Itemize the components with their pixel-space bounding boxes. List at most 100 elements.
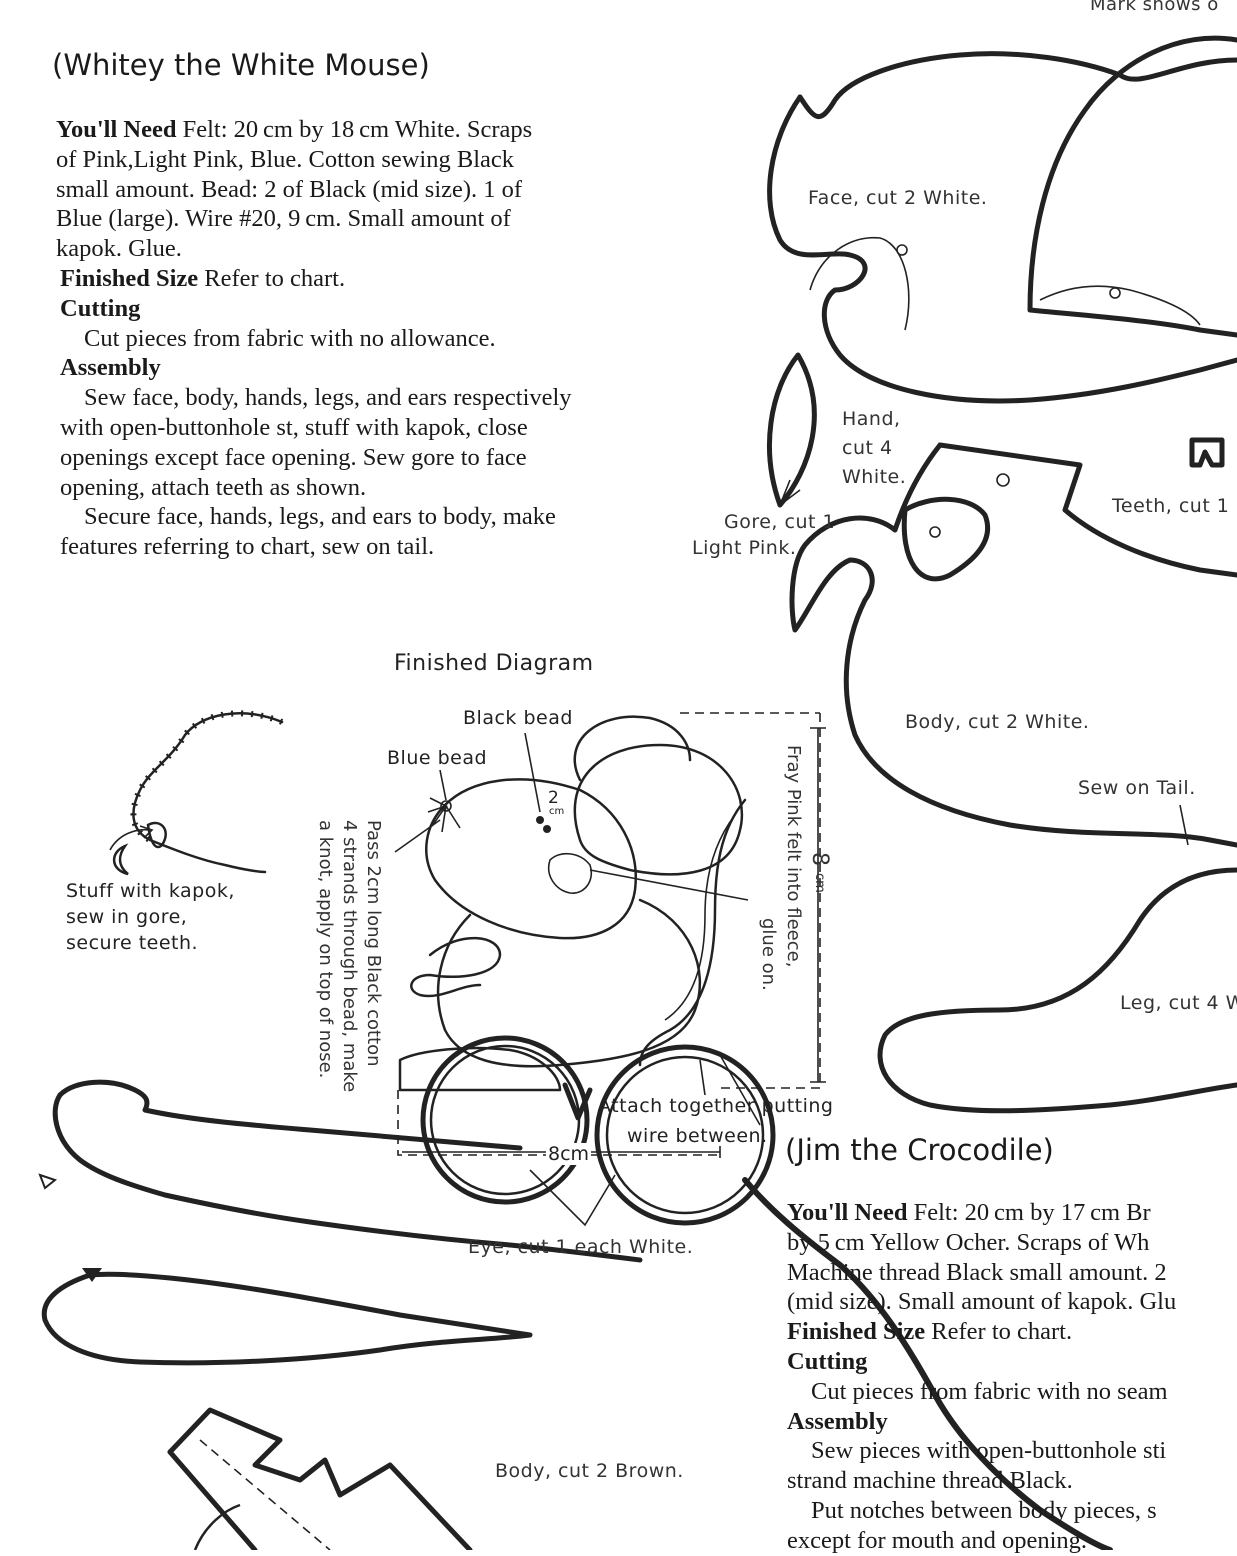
face-mark (896, 244, 908, 256)
mouse-ear-back (573, 715, 692, 782)
ear-inner-line (1039, 285, 1201, 326)
mouse-assembly-line-2: with open-buttonhole st, stuff with kapo… (60, 413, 528, 441)
mouse-needs-line-2: of Pink,Light Pink, Blue. Cotton sewing … (56, 145, 515, 173)
eye-right-inner (605, 1055, 765, 1215)
body-pattern-main (789, 442, 1237, 848)
diagram-dash-left (397, 1090, 720, 1156)
face-pattern (767, 94, 1237, 404)
eye-left-inner (429, 1044, 581, 1196)
mouse-arm (410, 936, 502, 998)
croc-needs-line-4: (mid size). Small amount of kapok. Glu (787, 1288, 1177, 1316)
dim-8cm-horizontal: 8cm (546, 1143, 592, 1165)
eye-caption-arrows (529, 1169, 616, 1227)
leader-blue-bead (439, 769, 447, 801)
notch-triangle-2 (82, 1268, 102, 1282)
label-hand-2: cut 4 (842, 437, 893, 459)
gore-insert-detail (146, 821, 167, 849)
label-pass-2: 4 strands through bead, make (339, 820, 360, 1093)
mouse-needs-label: You'll Need (56, 116, 177, 143)
diagram-title: Finished Diagram (394, 651, 594, 676)
dim-8cm-vertical-unit: cm (812, 873, 827, 893)
label-attach-1: Attach together putting (598, 1095, 834, 1117)
mouse-leg (398, 1046, 562, 1092)
mouse-title: (Whitey the White Mouse) (52, 48, 430, 82)
label-eye: Eye, cut 1 each White. (468, 1236, 694, 1258)
label-pass-3: a knot, apply on top of nose. (315, 820, 336, 1079)
mouse-instructions: You'll Need Felt: 20 cm by 18 cm White. … (56, 115, 654, 562)
tail-arrow (1179, 804, 1189, 846)
label-hand-3: White. (842, 466, 907, 488)
mouse-needs-line-4: Blue (large). Wire #20, 9 cm. Small amou… (56, 205, 511, 233)
hand-pattern (901, 496, 991, 582)
croc-instructions: You'll Need Felt: 20 cm by 17 cm Br by 5… (787, 1198, 1237, 1556)
mouse-ear-front (573, 743, 744, 876)
arrow-detail (109, 825, 154, 851)
mouse-cutting-label: Cutting (60, 294, 141, 322)
croc-assembly-line-3: Put notches between body pieces, s (811, 1496, 1157, 1524)
croc-body-dash (199, 1439, 331, 1550)
ear-inner-circle (1117, 57, 1237, 82)
mouse-assembly-line-6: features referring to chart, sew on tail… (60, 533, 435, 561)
croc-jaw-bottom (41, 1271, 533, 1366)
mouse-needs-line-5: kapok. Glue. (56, 235, 182, 263)
label-face: Face, cut 2 White. (808, 187, 988, 209)
black-bead-2 (543, 825, 551, 833)
dim-line-vertical (810, 727, 826, 1083)
mouse-assembly-line-4: opening, attach teeth as shown. (60, 473, 367, 501)
mouse-size-line: Finished Size Refer to chart. (60, 264, 346, 292)
label-gore-1: Gore, cut 1 (724, 511, 836, 533)
croc-assembly-line-2: strand machine thread Black. (787, 1467, 1073, 1495)
mouse-needs-line-1: You'll Need Felt: 20 cm by 18 cm White. … (56, 116, 533, 143)
leg-pattern (877, 867, 1237, 1114)
croc-cutting-label: Cutting (787, 1347, 868, 1375)
croc-size-label: Finished Size (787, 1318, 926, 1346)
croc-assembly-label: Assembly (787, 1407, 888, 1435)
croc-jaw-top-back (57, 1079, 523, 1151)
ear-stitch-detail (132, 712, 284, 874)
top-note: Mark shows o (1090, 0, 1219, 15)
mouse-head (425, 778, 637, 940)
crescent-detail (112, 843, 129, 876)
face-pattern-top (797, 51, 1123, 119)
croc-assembly-line-1: Sew pieces with open-buttonhole sti (811, 1437, 1167, 1465)
label-teeth: Teeth, cut 1 (1112, 495, 1230, 517)
dim-8cm-vertical: 8 (807, 852, 832, 866)
croc-needs-line-2: by 5 cm Yellow Ocher. Scraps of Wh (787, 1228, 1150, 1256)
mouse-tail-inner (664, 814, 736, 1021)
leader-fray (589, 869, 749, 901)
stitch-ticks (130, 710, 284, 843)
label-tail: Sew on Tail. (1078, 777, 1196, 799)
mouse-assembly-line-5: Secure face, hands, legs, and ears to bo… (84, 503, 556, 531)
croc-needs-line-1: You'll Need Felt: 20 cm by 17 cm Br (787, 1199, 1151, 1226)
mouse-assembly-line-1: Sew face, body, hands, legs, and ears re… (84, 384, 572, 412)
label-stuff-1: Stuff with kapok, (66, 880, 235, 902)
mouse-tail (638, 798, 747, 1067)
notch-triangle-1 (38, 1173, 58, 1190)
ear-mark (1109, 287, 1121, 299)
label-pass-1: Pass 2cm long Black cotton (363, 820, 384, 1067)
eye-notch (562, 1082, 593, 1121)
diagonal-stroke (742, 1177, 1113, 1550)
leader-black-bead (524, 732, 541, 813)
label-hand-1: Hand, (842, 408, 901, 430)
label-black-bead: Black bead (463, 707, 573, 729)
whiskers (427, 797, 461, 833)
face-inner-line (809, 236, 910, 331)
mouse-assembly-line-3: openings except face opening. Sew gore t… (60, 443, 527, 471)
label-gore-2: Light Pink. (692, 537, 797, 559)
mouse-size-label: Finished Size (60, 264, 199, 292)
label-stuff-3: secure teeth. (66, 932, 199, 954)
eye-left-outer (420, 1035, 590, 1205)
hand-mark (929, 526, 941, 538)
croc-needs-line-3: Machine thread Black small amount. 2 (787, 1258, 1167, 1286)
ear-pattern (1027, 35, 1237, 338)
teeth-pattern (1189, 437, 1225, 468)
label-leg: Leg, cut 4 W (1120, 992, 1237, 1014)
label-croc-body: Body, cut 2 Brown. (495, 1460, 684, 1482)
label-stuff-2: sew in gore, (66, 906, 188, 928)
label-body: Body, cut 2 White. (905, 711, 1090, 733)
mouse-needs-line-3: small amount. Bead: 2 of Black (mid size… (56, 175, 523, 203)
dim-2cm-value: 2 (548, 788, 559, 808)
label-attach-2: wire between. (627, 1125, 768, 1147)
